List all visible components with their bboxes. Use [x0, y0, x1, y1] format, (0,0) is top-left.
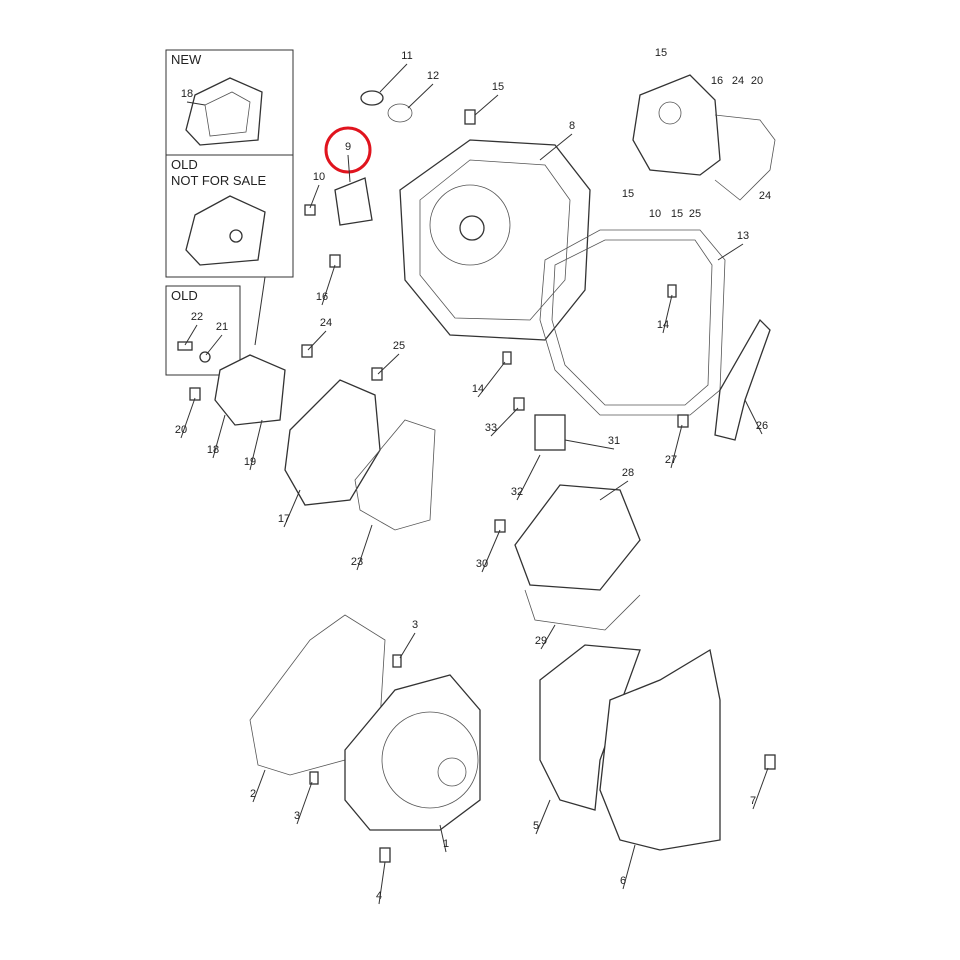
inset-callout-15: 15 [671, 208, 683, 220]
leader-line [252, 769, 266, 803]
callout-32: 32 [511, 486, 523, 498]
leader-line [399, 632, 416, 659]
callout-18: 18 [207, 444, 219, 456]
leader-line [599, 480, 629, 501]
callout-16: 16 [316, 291, 328, 303]
leader-line [321, 264, 336, 306]
callout-13: 13 [737, 230, 749, 242]
callout-5: 5 [533, 820, 539, 832]
callout-10: 10 [313, 171, 325, 183]
leader-line [283, 489, 301, 528]
callout-1: 1 [443, 838, 449, 850]
leader-line [180, 397, 196, 439]
callout-31: 31 [608, 435, 620, 447]
leader-line [309, 184, 320, 209]
leader-line [378, 861, 386, 905]
inset-callout-24: 24 [732, 75, 744, 87]
callout-30: 30 [476, 558, 488, 570]
callout-24: 24 [320, 317, 332, 329]
leader-line [662, 294, 673, 334]
callout-3: 3 [294, 810, 300, 822]
leader-line [212, 414, 226, 459]
inset-not-for-sale-title: NOT FOR SALE [171, 173, 266, 188]
leader-line [347, 154, 351, 183]
leader-line [307, 330, 327, 351]
callout-3: 3 [412, 619, 418, 631]
leader-line [744, 399, 763, 435]
inset-new: NEW [165, 49, 294, 156]
leader-line [186, 101, 206, 106]
inset-old-not-for-sale: OLD NOT FOR SALE [165, 154, 294, 278]
inset-callout-15: 15 [622, 188, 634, 200]
leader-line [564, 439, 615, 450]
leader-line [184, 324, 198, 346]
leader-line [205, 334, 223, 356]
leader-line [249, 419, 263, 471]
inset-callout-15: 15 [655, 47, 667, 59]
leader-line [296, 781, 313, 825]
leader-line [539, 133, 573, 161]
callout-17: 17 [278, 513, 290, 525]
leader-line [481, 529, 501, 573]
callout-12: 12 [427, 70, 439, 82]
inset-old: OLD [165, 285, 241, 376]
callout-21: 21 [216, 321, 228, 333]
callout-6: 6 [620, 875, 626, 887]
inset-callout-20: 20 [751, 75, 763, 87]
leader-line [379, 63, 408, 93]
callout-14: 14 [657, 319, 669, 331]
callout-18: 18 [181, 88, 193, 100]
leader-line [356, 524, 373, 571]
callout-29: 29 [535, 635, 547, 647]
callout-9: 9 [345, 141, 351, 153]
callout-26: 26 [756, 420, 768, 432]
callout-11: 11 [401, 50, 412, 62]
leader-line [670, 424, 683, 469]
callout-22: 22 [191, 311, 203, 323]
leader-line [377, 353, 400, 375]
leader-line [540, 624, 556, 650]
leader-line [490, 407, 519, 437]
inset-old-title: OLD [171, 157, 198, 172]
callout-23: 23 [351, 556, 363, 568]
callout-2: 2 [250, 788, 256, 800]
callout-28: 28 [622, 467, 634, 479]
leader-line [752, 767, 769, 810]
inset-callout-24: 24 [759, 190, 771, 202]
leader-line [407, 83, 434, 109]
bolts [189, 109, 776, 863]
inset-callout-25: 25 [689, 208, 701, 220]
callout-14: 14 [472, 383, 484, 395]
callout-8: 8 [569, 120, 575, 132]
callout-33: 33 [485, 422, 497, 434]
callout-27: 27 [665, 454, 677, 466]
callout-19: 19 [244, 456, 256, 468]
inset-new-title: NEW [171, 52, 202, 67]
leader-line [622, 844, 636, 890]
callout-7: 7 [750, 795, 756, 807]
leader-line [477, 361, 506, 398]
leader-line [535, 799, 551, 835]
callout-4: 4 [376, 890, 382, 902]
inset-callout-10: 10 [649, 208, 661, 220]
callout-20: 20 [175, 424, 187, 436]
callout-25: 25 [393, 340, 405, 352]
leader-line [717, 243, 744, 261]
inset-old-small-title: OLD [171, 288, 198, 303]
leader-line [516, 454, 541, 501]
callout-15: 15 [492, 81, 504, 93]
leader-line [439, 824, 447, 853]
highlight-circle [324, 126, 372, 174]
leader-line [474, 94, 499, 116]
inset-callout-16: 16 [711, 75, 723, 87]
